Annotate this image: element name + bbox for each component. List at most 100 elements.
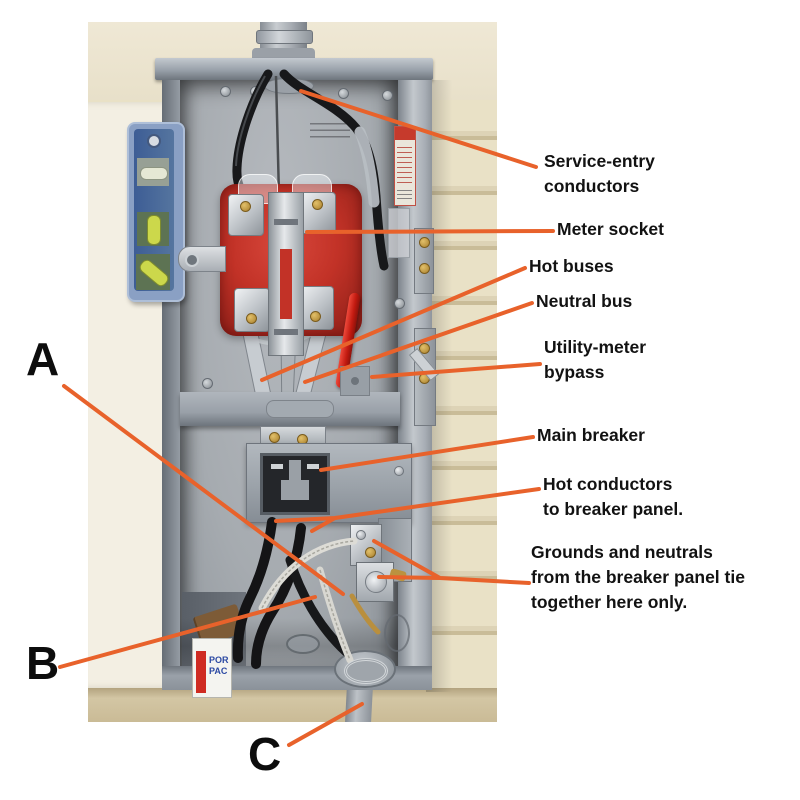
jaw-slot <box>274 329 298 335</box>
warning-sticker-header <box>395 127 415 140</box>
flange-screw <box>419 343 430 354</box>
right-flange-tab <box>414 228 434 294</box>
leader-letter-b <box>58 595 317 669</box>
top-conduit-coupling <box>256 30 313 44</box>
callout-line: Main breaker <box>537 425 645 445</box>
socket-seal-tab <box>178 246 226 272</box>
level-vial-window-top <box>137 158 169 186</box>
flange-screw <box>419 263 430 274</box>
callout-line: conductors <box>544 176 640 196</box>
breaker-handle-left <box>271 464 283 469</box>
bracket-screw <box>351 377 359 385</box>
hot-conductor-left <box>232 517 277 663</box>
callout-line: Service-entry <box>544 151 655 171</box>
lug-screw <box>310 311 321 322</box>
product-sticker: POR PAC <box>192 638 232 698</box>
callout-meter-socket: Meter socket <box>557 217 664 242</box>
callout-line: bypass <box>544 362 605 382</box>
socket-jaw-column <box>268 192 304 356</box>
panel-screw <box>202 378 213 389</box>
panel-screw <box>382 90 393 101</box>
spec-text-print <box>310 118 350 138</box>
box-top-cap <box>155 58 433 80</box>
leader-utility-meter-bypass <box>370 362 542 379</box>
photo-meter-panel: POR PAC <box>88 22 497 722</box>
callout-line: Neutral bus <box>536 291 633 311</box>
breaker-panel-screw <box>394 466 404 476</box>
cable-tape-wrap <box>354 126 380 208</box>
callout-line: Hot conductors <box>543 474 673 494</box>
leader-grounds-neutrals <box>372 539 531 585</box>
main-breaker-window <box>260 453 330 515</box>
level-vial-window-bottom <box>136 254 171 290</box>
callout-line: Utility-meter <box>544 337 647 357</box>
callout-main-breaker: Main breaker <box>537 423 645 448</box>
lug-screw <box>312 199 323 210</box>
ground-lug <box>356 562 394 602</box>
callout-line: Hot buses <box>529 256 614 276</box>
lug-screw <box>246 313 257 324</box>
ground-strip <box>88 688 497 722</box>
neutral-bar-screw <box>356 530 366 540</box>
ground-wire-copper <box>349 593 381 635</box>
breaker-center-base <box>281 480 309 500</box>
leader-service-entry <box>299 89 538 169</box>
warning-sticker-lines-2 <box>397 187 412 201</box>
callout-line: from the breaker panel tie <box>531 567 745 587</box>
panel-screw <box>338 88 349 99</box>
callout-line: Grounds and neutrals <box>531 542 713 562</box>
flange-screw <box>419 237 430 248</box>
callout-service-entry: Service-entry conductors <box>544 149 655 199</box>
right-flange-tab-lower <box>408 328 440 426</box>
socket-lug-bottom-right <box>298 286 334 330</box>
leader-neutral-bus <box>303 301 534 384</box>
level-vial <box>140 167 168 180</box>
socket-lug-top-left <box>228 194 264 236</box>
shelf-bracket-tab <box>340 366 370 396</box>
wall-knockout <box>384 614 410 652</box>
level-vial <box>147 215 161 245</box>
hot-conductor-right <box>251 523 306 669</box>
callout-line: Meter socket <box>557 219 664 239</box>
divider-shelf <box>180 392 400 426</box>
sticker-red-stripe <box>196 651 206 693</box>
sticker-text-line: POR <box>209 655 229 665</box>
breaker-center-pillar <box>289 460 301 486</box>
neutral-bar <box>350 524 382 566</box>
callout-line: together here only. <box>531 592 688 612</box>
letter-marker-c: C <box>248 728 282 780</box>
letter-marker-b: B <box>26 637 60 689</box>
jaw-red-stripe <box>280 249 292 319</box>
callout-grounds-neutrals: Grounds and neutrals from the breaker pa… <box>531 540 745 615</box>
warning-sticker-lines <box>397 143 412 183</box>
neutral-wire-arc-strands <box>261 540 355 609</box>
panel-screw <box>220 86 231 97</box>
shelf-emboss-plate <box>266 400 334 418</box>
jaw-slot <box>274 219 298 225</box>
torpedo-level <box>127 122 185 302</box>
floor-knockout <box>286 634 320 654</box>
leader-main-breaker <box>319 435 535 472</box>
callout-hot-conductors: Hot conductors to breaker panel. <box>543 472 683 522</box>
service-cable-left-highlight <box>235 75 266 167</box>
breaker-top-lug-screw <box>269 432 280 443</box>
seal-tab-hole <box>185 253 199 267</box>
hub-locknut <box>344 658 388 684</box>
leader-meter-socket <box>305 229 555 234</box>
warning-sticker <box>394 126 416 206</box>
panel-screw <box>394 298 405 309</box>
level-vial-window-mid <box>137 212 169 246</box>
leader-hot-buses <box>260 266 527 382</box>
leader-letter-c <box>287 702 364 747</box>
letter-marker-a: A <box>26 333 60 385</box>
level-hang-hole <box>147 134 161 148</box>
breaker-handle-right <box>307 464 319 469</box>
callout-hot-buses: Hot buses <box>529 254 614 279</box>
callout-utility-meter-bypass: Utility-meter bypass <box>544 335 646 385</box>
callout-neutral-bus: Neutral bus <box>536 289 632 314</box>
lug-screw <box>240 201 251 212</box>
leader-letter-a <box>62 384 345 596</box>
leader-hot-conductors <box>274 487 541 533</box>
